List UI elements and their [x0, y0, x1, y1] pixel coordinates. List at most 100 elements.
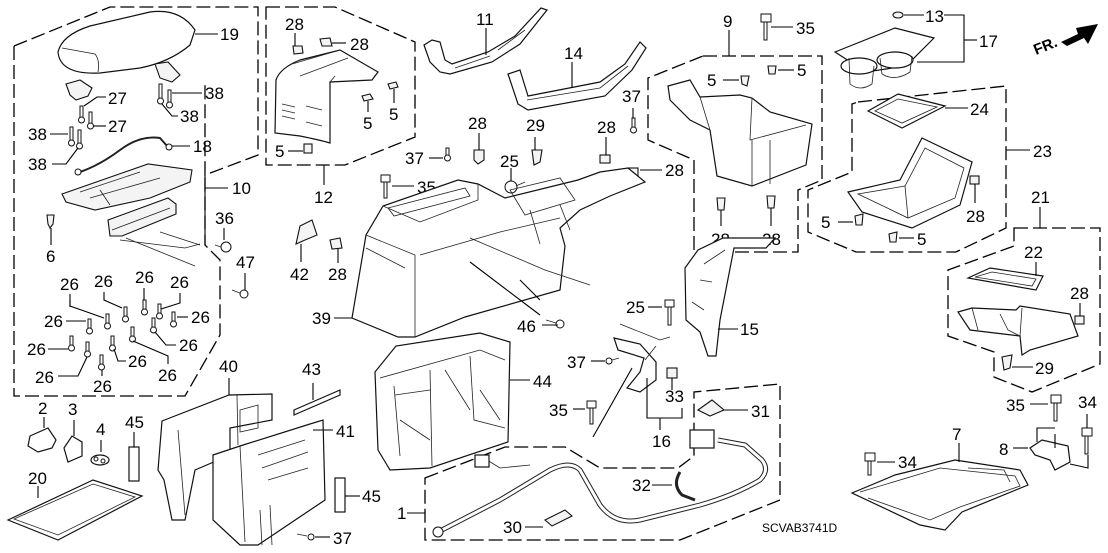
label-19[interactable]: 19 — [220, 25, 239, 44]
label-38a[interactable]: 38 — [205, 84, 224, 103]
label-27b[interactable]: 27 — [108, 117, 127, 136]
label-26c[interactable]: 26 — [135, 268, 154, 287]
label-34a[interactable]: 34 — [1078, 393, 1097, 412]
label-5f[interactable]: 5 — [821, 213, 830, 232]
label-39[interactable]: 39 — [312, 309, 331, 328]
label-9[interactable]: 9 — [723, 12, 732, 31]
bolt-34-a[interactable] — [1081, 427, 1093, 455]
label-27a[interactable]: 27 — [108, 89, 127, 108]
label-30[interactable]: 30 — [503, 518, 522, 537]
label-28b[interactable]: 28 — [350, 35, 369, 54]
part-21-pocket[interactable] — [957, 305, 1079, 357]
label-35b[interactable]: 35 — [796, 19, 815, 38]
bolt-34-b[interactable] — [864, 452, 876, 476]
part-18-cable[interactable] — [74, 136, 173, 176]
part-15-panel[interactable] — [684, 237, 777, 357]
label-5g[interactable]: 5 — [917, 230, 926, 249]
label-31[interactable]: 31 — [751, 402, 770, 421]
label-45a[interactable]: 45 — [125, 413, 144, 432]
label-45b[interactable]: 45 — [362, 487, 381, 506]
label-44[interactable]: 44 — [533, 372, 552, 391]
screw-38b[interactable] — [166, 89, 173, 109]
label-32[interactable]: 32 — [632, 476, 651, 495]
label-5b[interactable]: 5 — [389, 105, 398, 124]
part-2-switch[interactable] — [27, 427, 57, 453]
clip-5-e[interactable] — [767, 65, 777, 75]
label-28j[interactable]: 28 — [1070, 284, 1089, 303]
label-16[interactable]: 16 — [652, 432, 671, 451]
label-5c[interactable]: 5 — [275, 142, 284, 161]
label-37d[interactable]: 37 — [333, 529, 352, 548]
label-1[interactable]: 1 — [397, 504, 406, 523]
label-25b[interactable]: 25 — [626, 298, 645, 317]
label-47[interactable]: 47 — [236, 253, 255, 272]
bolt-35-a[interactable] — [380, 174, 391, 199]
label-3[interactable]: 3 — [68, 400, 77, 419]
label-11[interactable]: 11 — [476, 10, 494, 29]
label-5d[interactable]: 5 — [707, 71, 716, 90]
screw-37-d[interactable] — [296, 533, 315, 541]
label-24[interactable]: 24 — [970, 100, 989, 119]
label-23[interactable]: 23 — [1033, 142, 1052, 161]
label-20[interactable]: 20 — [28, 469, 47, 488]
part-7-frame[interactable] — [850, 459, 1029, 531]
screw-37-a[interactable] — [444, 147, 451, 162]
screw-37-b[interactable] — [630, 117, 637, 134]
part-19-armrest-lid[interactable] — [57, 10, 196, 74]
part-39-console-body[interactable] — [351, 167, 647, 338]
label-10[interactable]: 10 — [232, 179, 251, 198]
screw-27b[interactable] — [87, 111, 94, 130]
clip-28-j[interactable] — [1074, 315, 1085, 325]
label-6[interactable]: 6 — [46, 247, 55, 266]
label-33[interactable]: 33 — [665, 387, 684, 406]
label-28e[interactable]: 28 — [665, 161, 684, 180]
part-17-cup-holder[interactable] — [833, 27, 936, 89]
part-4-plug[interactable] — [90, 454, 110, 466]
label-26k[interactable]: 26 — [35, 368, 54, 387]
label-21[interactable]: 21 — [1031, 188, 1050, 207]
part-16-bracket[interactable] — [613, 323, 671, 393]
label-26h[interactable]: 26 — [27, 340, 46, 359]
label-35d[interactable]: 35 — [1006, 396, 1025, 415]
screw-38d[interactable] — [76, 129, 83, 150]
label-22[interactable]: 22 — [1024, 243, 1043, 262]
clip-33[interactable] — [666, 367, 678, 379]
clip-28-h[interactable] — [766, 195, 776, 209]
label-46[interactable]: 46 — [517, 317, 536, 336]
part-45-strip-a[interactable] — [128, 446, 140, 482]
label-35c[interactable]: 35 — [549, 401, 568, 420]
label-14[interactable]: 14 — [564, 44, 583, 63]
bolt-25-b[interactable] — [664, 299, 675, 326]
part-47-screw[interactable] — [231, 289, 249, 299]
screws-26-cluster[interactable] — [68, 299, 177, 371]
label-26l[interactable]: 26 — [93, 377, 112, 396]
clip-28-i[interactable] — [969, 175, 980, 185]
label-26d[interactable]: 26 — [170, 273, 189, 292]
label-2[interactable]: 2 — [38, 399, 47, 418]
part-42-cover[interactable] — [295, 219, 318, 245]
part-8-bracket[interactable] — [1029, 439, 1071, 471]
label-26b[interactable]: 26 — [94, 272, 113, 291]
label-17[interactable]: 17 — [979, 32, 998, 51]
clip-29-a[interactable] — [531, 149, 543, 166]
screw-38c[interactable] — [68, 126, 75, 147]
label-5e[interactable]: 5 — [797, 61, 806, 80]
clip-28-d[interactable] — [599, 154, 611, 164]
clip-28-c[interactable] — [473, 149, 485, 165]
part-12-rear-panel[interactable] — [274, 49, 379, 144]
part-23-pocket[interactable] — [846, 137, 973, 229]
label-7[interactable]: 7 — [952, 425, 961, 444]
clip-28-g[interactable] — [716, 197, 726, 211]
part-30-clip[interactable] — [544, 509, 573, 527]
clip-29-b[interactable] — [1001, 354, 1013, 371]
clip-28-b[interactable] — [319, 37, 333, 47]
label-12[interactable]: 12 — [314, 188, 333, 207]
label-26g[interactable]: 26 — [179, 336, 198, 355]
screw-38a[interactable] — [157, 83, 164, 105]
label-34b[interactable]: 34 — [898, 453, 917, 472]
part-20-tray-mat[interactable] — [6, 479, 144, 541]
label-28f[interactable]: 28 — [328, 265, 347, 284]
clip-5-a[interactable] — [361, 93, 374, 102]
part-14-trim[interactable] — [507, 41, 647, 111]
part-41-panel[interactable] — [212, 419, 326, 546]
